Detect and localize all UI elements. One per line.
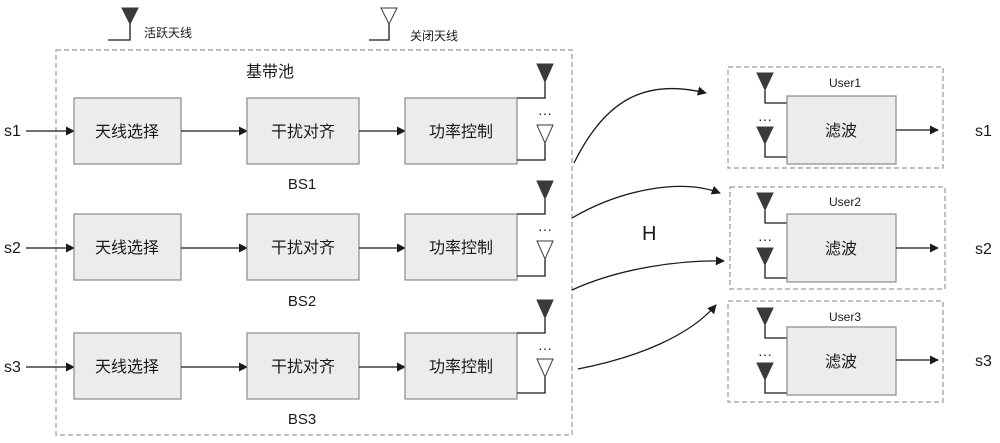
output-label: s2 [975,241,992,258]
legend: 活跃天线 关闭天线 [108,7,458,43]
active-antenna-icon [756,307,774,327]
closed-antenna-legend-icon [369,7,398,41]
channel-arrow [571,185,721,219]
active-antenna-icon [756,247,774,267]
active-antenna-icon [756,192,774,212]
active-antenna-icon [756,126,774,146]
bs-label: BS3 [288,411,316,428]
input-label: s1 [4,123,21,140]
user-group [729,186,946,290]
closed-antenna-icon [536,358,554,379]
interference-align-label: 干扰对齐 [271,238,335,257]
filter-label: 滤波 [825,239,857,258]
channel-label: H [642,223,656,245]
user-1: ··· User1 滤波 s1 [727,66,992,169]
interference-align-block [246,213,360,281]
channel-arrow [577,304,717,370]
bs-row-2: s2 天线选择 干扰对齐 功率控制 ··· BS2 [4,180,554,310]
channel-arrows [571,86,725,370]
antenna-select-block [73,213,182,281]
antenna-select-block [73,332,182,400]
output-label: s3 [975,353,992,370]
bs-row-1: s1 天线选择 干扰对齐 功率控制 ··· BS1 [4,63,554,193]
channel-arrow [573,86,707,164]
active-antenna-icon [536,63,554,84]
power-control-label: 功率控制 [429,357,493,376]
interference-align-block [246,97,360,165]
filter-label: 滤波 [825,121,857,140]
antenna-ellipsis: ··· [758,111,772,127]
power-control-label: 功率控制 [429,238,493,257]
user-group [727,300,944,403]
bs-row-3: s3 天线选择 干扰对齐 功率控制 ··· BS3 [4,299,554,428]
power-control-label: 功率控制 [429,122,493,141]
user-2: ··· User2 滤波 s2 [729,186,992,290]
antenna-ellipsis: ··· [758,346,772,362]
user-3: ··· User3 滤波 s3 [727,300,992,403]
active-antenna-icon [756,362,774,382]
user-group [727,66,944,169]
antenna-select-block [73,97,182,165]
antenna-ellipsis: ··· [538,340,552,356]
legend-active-label: 活跃天线 [144,26,192,40]
pool-title: 基带池 [246,62,294,81]
power-control-block [404,97,518,165]
closed-antenna-icon [536,240,554,261]
active-antenna-icon [536,299,554,320]
input-label: s3 [4,359,21,376]
power-control-block [404,213,518,281]
antenna-ellipsis: ··· [538,221,552,237]
antenna-select-label: 天线选择 [95,122,159,141]
filter-block [786,95,897,165]
baseband-pool [55,49,573,436]
legend-closed-label: 关闭天线 [410,29,458,43]
active-antenna-icon [536,180,554,201]
active-antenna-icon [756,72,774,92]
antenna-select-label: 天线选择 [95,357,159,376]
input-label: s2 [4,240,21,257]
user-label: User3 [829,310,861,324]
interference-align-block [246,332,360,400]
closed-antenna-icon [536,124,554,145]
user-label: User2 [829,195,861,209]
antenna-ellipsis: ··· [538,105,552,121]
user-label: User1 [829,76,861,90]
bs-label: BS2 [288,293,316,310]
filter-label: 滤波 [825,352,857,371]
filter-block [786,213,897,283]
interference-align-label: 干扰对齐 [271,122,335,141]
active-antenna-legend-icon [108,7,139,41]
bs-label: BS1 [288,176,316,193]
filter-block [786,326,897,396]
interference-align-label: 干扰对齐 [271,357,335,376]
output-label: s1 [975,123,992,140]
channel-arrow [571,256,725,291]
power-control-block [404,332,518,400]
antenna-select-label: 天线选择 [95,238,159,257]
antenna-ellipsis: ··· [758,231,772,247]
